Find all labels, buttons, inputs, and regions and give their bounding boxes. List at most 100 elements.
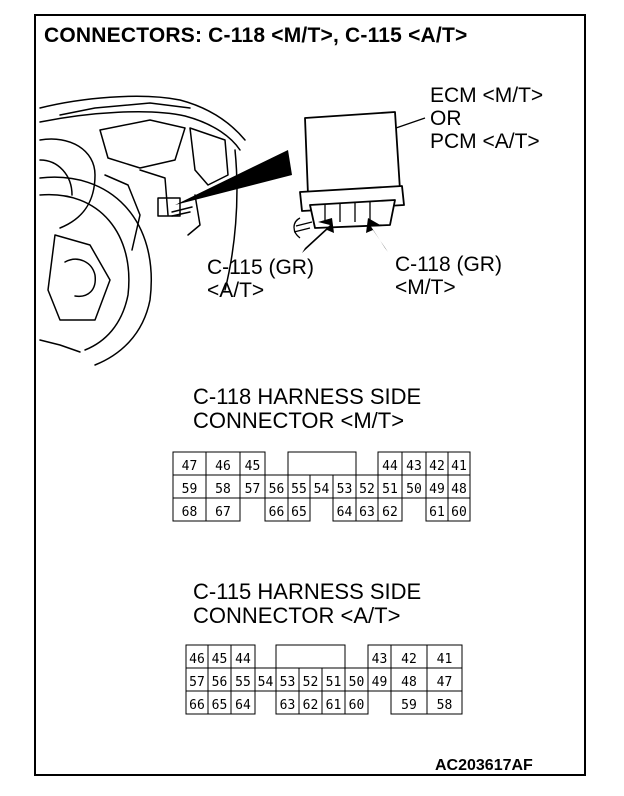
c118-pin-label: 52 — [359, 482, 375, 497]
c115-callout-line: C-115 (GR) — [207, 256, 314, 279]
steering-wheel-rim — [39, 176, 152, 366]
c115-pin-cavity: 43 — [367, 644, 392, 669]
c115-pin-cavity: 54 — [254, 667, 277, 692]
c115-pin-label: 49 — [372, 675, 388, 690]
c115-pin-label: 54 — [258, 675, 274, 690]
c115-pin-label: 55 — [235, 675, 251, 690]
c118-pin-cavity: 62 — [377, 497, 403, 522]
c118-pin-label: 67 — [215, 505, 231, 520]
c115-pin-label: 63 — [280, 698, 296, 713]
c118-pin-label: 47 — [182, 459, 198, 474]
c115-arrow — [302, 218, 334, 253]
c115-pin-label: 47 — [437, 675, 453, 690]
c115-pin-cavity: 61 — [321, 690, 346, 715]
c115-pin-cavity: 58 — [426, 690, 463, 715]
c115-pin-label: 52 — [303, 675, 319, 690]
c118-heading-line: CONNECTOR <M/T> — [193, 408, 405, 433]
ecm-label-line: OR — [430, 107, 462, 130]
dashboard-top-line — [39, 95, 246, 141]
c115-pin-label: 59 — [401, 698, 417, 713]
c118-pin-label: 63 — [359, 505, 375, 520]
c115-pin-cavity: 53 — [275, 667, 300, 692]
c115-pin-label: 45 — [212, 652, 228, 667]
c115-pin-label: 65 — [212, 698, 228, 713]
c118-pin-label: 55 — [291, 482, 307, 497]
c115-pin-cavity: 60 — [344, 690, 369, 715]
c115-pin-label: 44 — [235, 652, 251, 667]
c118-pin-label: 58 — [215, 482, 231, 497]
c115-heading-line: C-115 HARNESS SIDE — [193, 579, 422, 604]
c118-pin-label: 53 — [337, 482, 353, 497]
c118-pin-label: 44 — [382, 459, 398, 474]
c118-heading: C-118 HARNESS SIDE CONNECTOR <M/T> — [193, 385, 421, 433]
c118-heading-line: C-118 HARNESS SIDE — [193, 384, 422, 409]
c115-callout-line: <A/T> — [207, 279, 265, 302]
c118-callout: C-118 (GR) <M/T> — [395, 253, 502, 299]
c118-pin-label: 68 — [182, 505, 198, 520]
c118-pin-label: 57 — [245, 482, 261, 497]
c118-pin-label: 42 — [429, 459, 445, 474]
c115-pin-cavity: 48 — [390, 667, 428, 692]
c115-pin-cavity: 49 — [367, 667, 392, 692]
c115-pin-cavity: 55 — [230, 667, 256, 692]
c115-pin-cavity: 46 — [185, 644, 209, 669]
c115-pin-cavity: 50 — [344, 667, 369, 692]
c118-pin-cavity: 67 — [205, 497, 241, 522]
c115-heading-line: CONNECTOR <A/T> — [193, 603, 401, 628]
ecm-label: ECM <M/T> OR PCM <A/T> — [430, 84, 543, 153]
glovebox-outline — [99, 119, 186, 169]
c115-pin-label: 61 — [326, 698, 342, 713]
c118-pin-label: 56 — [269, 482, 285, 497]
c118-pin-label: 43 — [406, 459, 422, 474]
c118-pin-label: 59 — [182, 482, 198, 497]
c118-connector-key — [287, 451, 357, 476]
diagram-frame — [34, 14, 586, 776]
c115-pin-label: 43 — [372, 652, 388, 667]
c115-pin-cavity: 59 — [390, 690, 428, 715]
figure-id: AC203617AF — [435, 757, 533, 774]
c118-pin-cavity: 60 — [447, 497, 471, 522]
c115-pin-label: 46 — [189, 652, 205, 667]
c115-pin-cavity: 62 — [298, 690, 323, 715]
c118-arrow — [366, 218, 388, 252]
c115-pin-label: 41 — [437, 652, 453, 667]
location-pointer — [175, 150, 292, 205]
page-title: CONNECTORS: C-118 <M/T>, C-115 <A/T> — [44, 24, 468, 47]
c115-pin-cavity: 52 — [298, 667, 323, 692]
c115-callout: C-115 (GR) <A/T> — [207, 256, 314, 302]
c118-pin-cavity: 65 — [287, 497, 311, 522]
c115-pin-cavity: 45 — [207, 644, 232, 669]
c115-pin-label: 64 — [235, 698, 251, 713]
c115-pin-label: 56 — [212, 675, 228, 690]
c115-pin-cavity: 47 — [426, 667, 463, 692]
c118-pin-label: 48 — [451, 482, 467, 497]
c118-pin-label: 66 — [269, 505, 285, 520]
c115-pin-cavity: 51 — [321, 667, 346, 692]
c115-heading: C-115 HARNESS SIDE CONNECTOR <A/T> — [193, 580, 421, 628]
c115-pin-label: 51 — [326, 675, 342, 690]
c118-pin-label: 41 — [451, 459, 467, 474]
c115-pin-label: 50 — [349, 675, 365, 690]
c115-connector-key — [275, 644, 346, 669]
c118-callout-line: <M/T> — [395, 276, 456, 299]
c118-pin-label: 50 — [406, 482, 422, 497]
c118-pin-label: 60 — [451, 505, 467, 520]
c115-pin-label: 42 — [401, 652, 417, 667]
c118-pin-label: 61 — [429, 505, 445, 520]
c115-pin-label: 66 — [189, 698, 205, 713]
c115-pin-cavity: 66 — [185, 690, 209, 715]
c115-pin-label: 60 — [349, 698, 365, 713]
c118-pin-label: 54 — [314, 482, 330, 497]
c115-pin-cavity: 65 — [207, 690, 232, 715]
c115-pin-label: 62 — [303, 698, 319, 713]
c118-pin-label: 49 — [429, 482, 445, 497]
c118-pin-label: 64 — [337, 505, 353, 520]
c115-pin-cavity: 44 — [230, 644, 256, 669]
c118-pin-label: 62 — [382, 505, 398, 520]
c118-pin-label: 65 — [291, 505, 307, 520]
c118-pin-label: 45 — [245, 459, 261, 474]
ecm-leader-line — [395, 117, 426, 129]
